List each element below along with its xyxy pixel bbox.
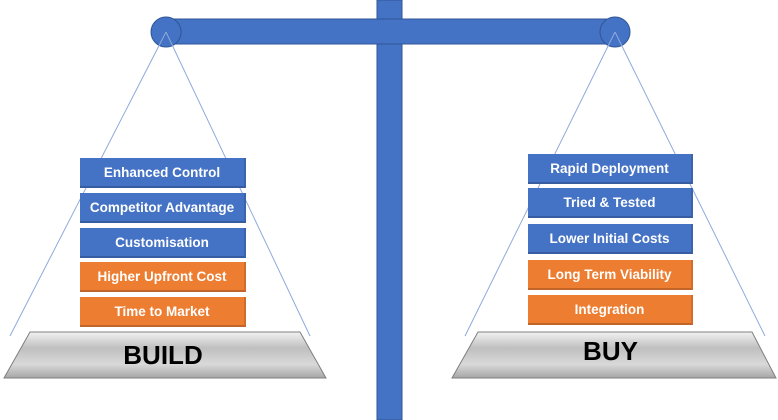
- build-pan: [3, 331, 327, 379]
- build-item-4: Higher Upfront Cost: [80, 262, 246, 292]
- right-string-outer: [464, 31, 616, 337]
- right-string-inner: [614, 31, 766, 337]
- beam-right-knob: [599, 16, 631, 48]
- build-item-5: Time to Market: [80, 297, 246, 327]
- build-item-3: Customisation: [80, 228, 246, 258]
- buy-item-4: Long Term Viability: [528, 260, 693, 290]
- buy-pan: [451, 331, 777, 379]
- buy-item-3: Lower Initial Costs: [528, 224, 693, 254]
- scale-post: [376, 0, 403, 420]
- buy-item-2: Tried & Tested: [528, 188, 693, 218]
- build-item-2: Competitor Advantage: [80, 193, 246, 223]
- buy-item-5: Integration: [528, 295, 693, 325]
- build-label: BUILD: [123, 340, 203, 370]
- scale-beam: [162, 18, 622, 45]
- buy-label: BUY: [583, 336, 638, 366]
- buy-item-1: Rapid Deployment: [528, 154, 693, 184]
- build-item-1: Enhanced Control: [80, 158, 246, 188]
